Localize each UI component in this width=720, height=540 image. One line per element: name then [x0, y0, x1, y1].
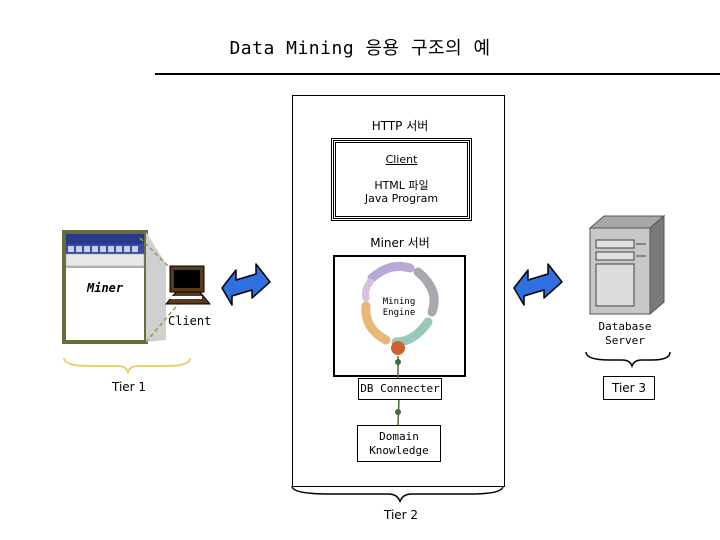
- tier3-brace: [585, 351, 671, 369]
- connector-dot: [395, 359, 401, 365]
- miner-server-box: [333, 255, 466, 377]
- mining-engine-line1: Mining: [382, 297, 416, 307]
- database-server-label: Database Server: [590, 320, 660, 348]
- database-server-line1: Database: [598, 320, 652, 333]
- tier1-brace: [63, 357, 191, 376]
- computer-icon: [164, 265, 212, 305]
- client-box-content: HTML 파일 Java Program: [336, 179, 467, 205]
- http-server-label: HTTP 서버: [371, 119, 429, 133]
- client-box: Client HTML 파일 Java Program: [331, 138, 472, 221]
- miner-server-label: Miner 서버: [370, 236, 430, 250]
- mining-engine-label: Mining Engine: [362, 297, 436, 319]
- html-file-label: HTML 파일: [374, 179, 429, 192]
- tier3-label: Tier 3: [603, 376, 656, 400]
- page-title: Data Mining 응용 구조의 예: [229, 38, 491, 59]
- tier1-label: Tier 1: [112, 380, 147, 394]
- domain-knowledge-box: Domain Knowledge: [357, 425, 441, 462]
- miner-label: Miner: [87, 281, 124, 295]
- server-icon: [588, 214, 666, 316]
- db-connecter-box: DB Connecter: [358, 378, 442, 400]
- client-label: Client: [168, 314, 212, 328]
- dashed-link: [139, 237, 181, 279]
- domain-knowledge-line2: Knowledge: [369, 444, 429, 457]
- database-server-line2: Server: [605, 334, 645, 347]
- title-divider: [155, 73, 720, 75]
- window-icon: [62, 230, 148, 344]
- mining-cycle-icon: [361, 261, 439, 355]
- bidirectional-arrow-icon: [513, 263, 563, 306]
- tier2-brace: [291, 485, 504, 503]
- java-program-label: Java Program: [364, 192, 439, 205]
- mining-engine-line2: Engine: [382, 308, 416, 318]
- dashed-link: [145, 301, 181, 343]
- connector-dot: [395, 409, 401, 415]
- tier2-container: [292, 95, 505, 487]
- bidirectional-arrow-icon: [221, 263, 271, 306]
- domain-knowledge-line1: Domain: [379, 430, 419, 443]
- tier2-label: Tier 2: [384, 508, 419, 522]
- client-box-title: Client: [385, 153, 418, 166]
- window-shadow: [146, 232, 166, 342]
